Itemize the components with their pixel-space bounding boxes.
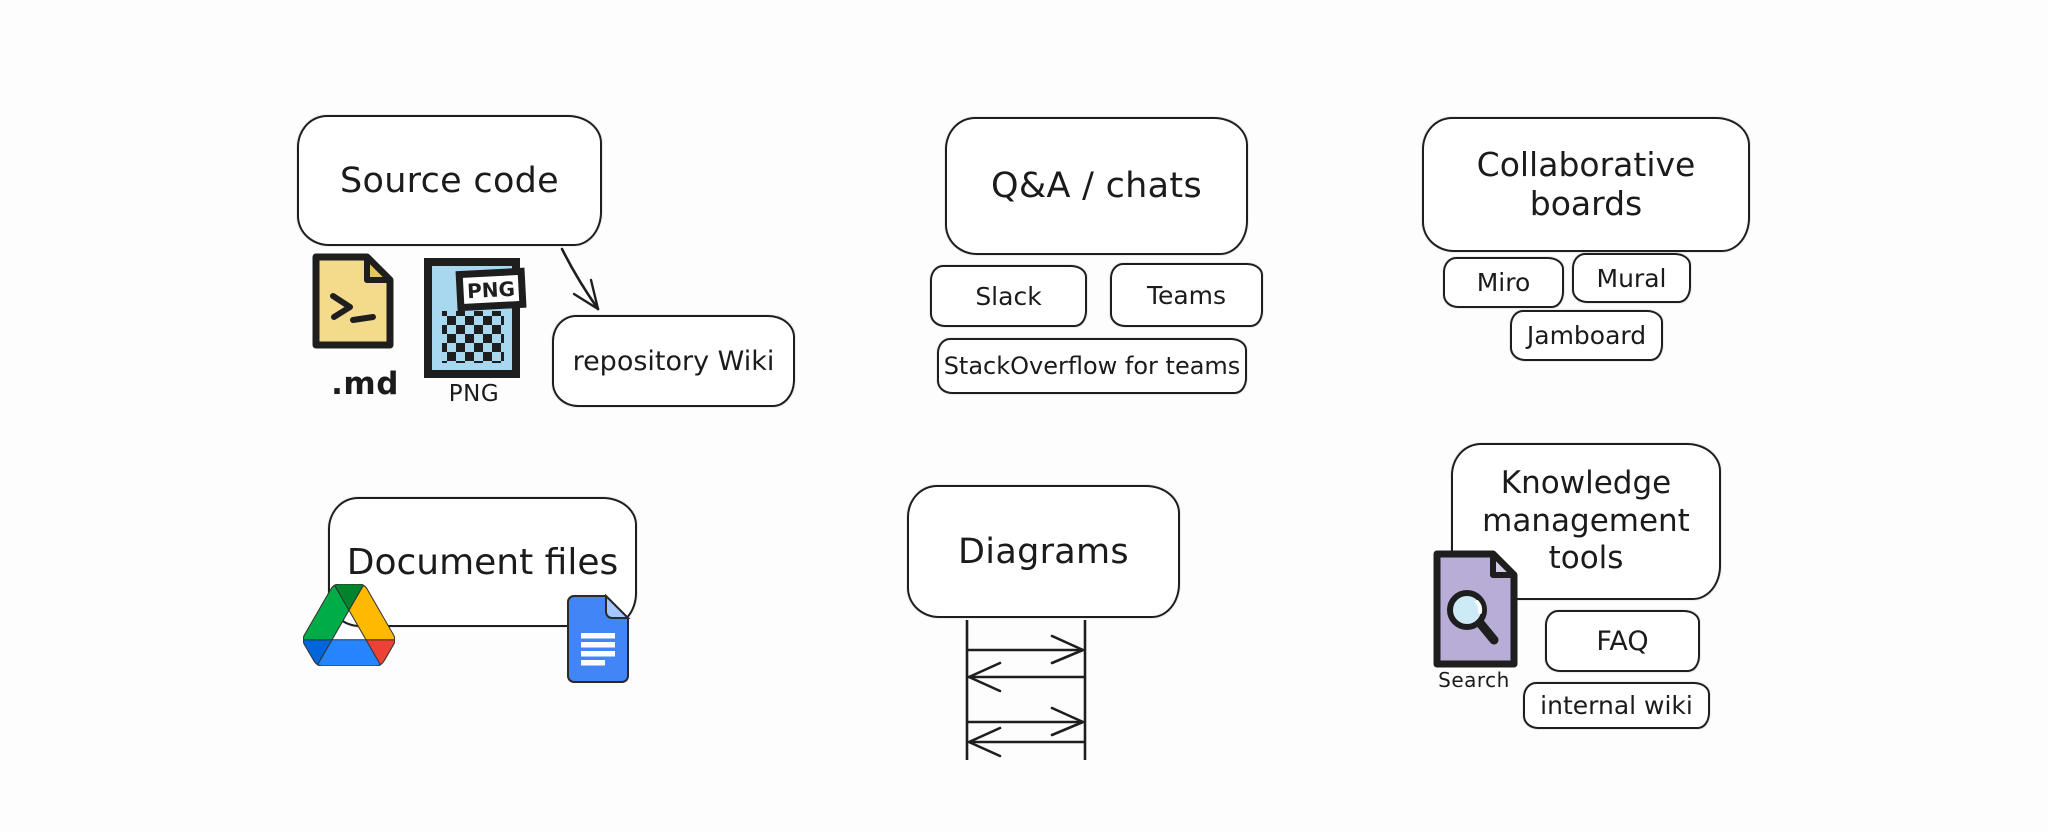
teams-box: Teams	[1110, 263, 1263, 327]
png-file-label: PNG	[448, 381, 500, 407]
mural-box: Mural	[1572, 253, 1691, 303]
miro-label: Miro	[1476, 268, 1531, 297]
png-file-icon: PNG	[424, 258, 527, 378]
repository-wiki-label: repository Wiki	[572, 345, 775, 377]
jamboard-label: Jamboard	[1526, 321, 1647, 350]
slack-label: Slack	[975, 281, 1042, 311]
source-code-title: Source code	[339, 160, 560, 201]
faq-box: FAQ	[1545, 610, 1700, 672]
sequence-diagram-sketch	[965, 620, 1087, 760]
collaborative-boards-box: Collaborative boards	[1422, 117, 1750, 252]
slack-box: Slack	[930, 265, 1087, 327]
qa-chats-title: Q&A / chats	[991, 166, 1202, 206]
teams-label: Teams	[1146, 280, 1227, 310]
knowledge-management-title: Knowledge management tools	[1482, 464, 1690, 577]
google-docs-icon	[567, 593, 631, 683]
jamboard-box: Jamboard	[1510, 310, 1663, 361]
source-to-wiki-arrow-icon	[560, 247, 600, 311]
stackoverflow-label: StackOverflow for teams	[943, 352, 1241, 380]
search-icon-label: Search	[1438, 668, 1510, 692]
internal-wiki-box: internal wiki	[1523, 682, 1710, 729]
google-drive-icon	[303, 584, 395, 666]
png-tag-text: PNG	[467, 277, 516, 303]
internal-wiki-label: internal wiki	[1540, 691, 1693, 720]
search-document-icon	[1433, 550, 1518, 668]
mural-label: Mural	[1596, 263, 1667, 293]
miro-box: Miro	[1443, 257, 1564, 308]
diagrams-box: Diagrams	[907, 485, 1180, 618]
document-files-title: Document files	[346, 541, 619, 583]
stackoverflow-box: StackOverflow for teams	[937, 338, 1247, 394]
faq-label: FAQ	[1596, 625, 1649, 657]
repository-wiki-box: repository Wiki	[552, 315, 795, 407]
md-file-label: .md	[331, 366, 399, 402]
qa-chats-box: Q&A / chats	[945, 117, 1248, 255]
md-file-icon	[312, 253, 394, 349]
collaborative-boards-title: Collaborative boards	[1476, 144, 1696, 223]
diagrams-title: Diagrams	[958, 531, 1129, 572]
source-code-box: Source code	[297, 115, 602, 246]
